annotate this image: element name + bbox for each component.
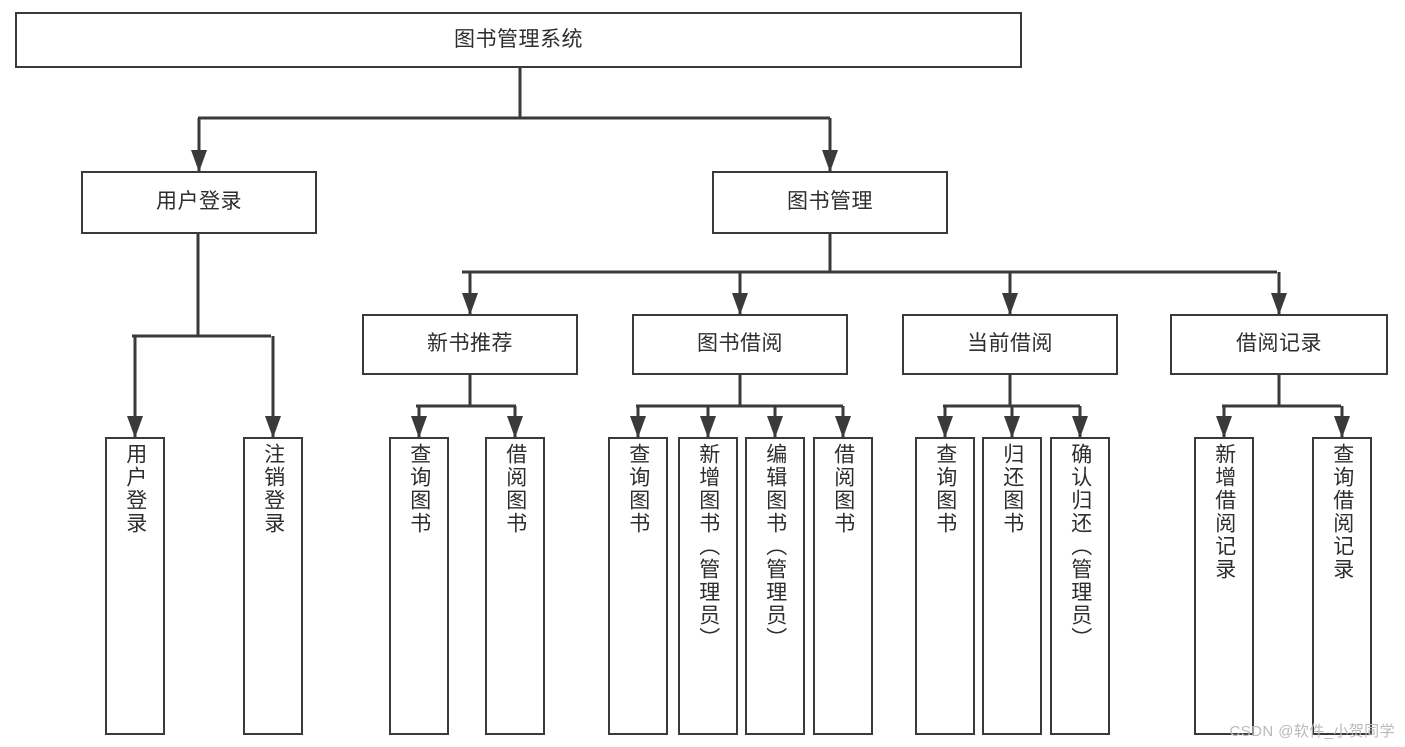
node-label: 新增图书（管理员） [696, 443, 720, 650]
arrow-head-leaf-borrow-book-1 [507, 416, 523, 438]
node-label: 借阅记录 [1236, 332, 1322, 356]
arrow-head-current-borrow [1002, 293, 1018, 315]
node-leaf-add-record[interactable]: 新增借阅记录 [1194, 437, 1254, 735]
node-label: 借阅图书 [503, 443, 527, 535]
node-new-book-rec[interactable]: 新书推荐 [362, 314, 578, 375]
node-label: 用户登录 [156, 190, 242, 214]
arrow-head-leaf-return-book [1004, 416, 1020, 438]
arrow-head-leaf-add-book [700, 416, 716, 438]
arrow-head-leaf-edit-book [767, 416, 783, 438]
node-leaf-borrow-book-1[interactable]: 借阅图书 [485, 437, 545, 735]
arrow-head-leaf-query-book-2 [630, 416, 646, 438]
node-book-manage[interactable]: 图书管理 [712, 171, 948, 234]
node-label: 查询图书 [933, 443, 957, 535]
arrow-head-book-manage [822, 150, 838, 172]
arrow-head-leaf-user-login [127, 416, 143, 438]
node-label: 确认归还（管理员） [1068, 443, 1092, 650]
arrow-head-leaf-add-record [1216, 416, 1232, 438]
node-leaf-confirm-return[interactable]: 确认归还（管理员） [1050, 437, 1110, 735]
node-label: 注销登录 [261, 443, 285, 535]
arrow-head-leaf-query-record [1334, 416, 1350, 438]
node-leaf-borrow-book-2[interactable]: 借阅图书 [813, 437, 873, 735]
arrow-head-leaf-borrow-book-2 [835, 416, 851, 438]
arrow-head-leaf-confirm-return [1072, 416, 1088, 438]
node-label: 用户登录 [123, 443, 147, 535]
node-borrow-record[interactable]: 借阅记录 [1170, 314, 1388, 375]
node-label: 当前借阅 [967, 332, 1053, 356]
node-leaf-logout[interactable]: 注销登录 [243, 437, 303, 735]
node-current-borrow[interactable]: 当前借阅 [902, 314, 1118, 375]
arrow-head-user-login [191, 150, 207, 172]
node-label: 图书管理系统 [454, 27, 583, 51]
node-label: 编辑图书（管理员） [763, 443, 787, 650]
node-leaf-query-book-1[interactable]: 查询图书 [389, 437, 449, 735]
node-label: 图书借阅 [697, 332, 783, 356]
node-leaf-return-book[interactable]: 归还图书 [982, 437, 1042, 735]
node-label: 图书管理 [787, 190, 873, 214]
node-leaf-query-record[interactable]: 查询借阅记录 [1312, 437, 1372, 735]
node-label: 新增借阅记录 [1212, 443, 1236, 581]
node-leaf-edit-book[interactable]: 编辑图书（管理员） [745, 437, 805, 735]
node-leaf-query-book-2[interactable]: 查询图书 [608, 437, 668, 735]
node-label: 查询图书 [407, 443, 431, 535]
node-label: 归还图书 [1000, 443, 1024, 535]
arrow-head-borrow-record [1271, 293, 1287, 315]
node-label: 借阅图书 [831, 443, 855, 535]
node-root[interactable]: 图书管理系统 [15, 12, 1022, 68]
arrow-head-leaf-query-book-3 [937, 416, 953, 438]
arrow-head-book-borrow [732, 293, 748, 315]
arrow-head-new-book-rec [462, 293, 478, 315]
node-leaf-query-book-3[interactable]: 查询图书 [915, 437, 975, 735]
arrow-head-leaf-logout [265, 416, 281, 438]
node-leaf-add-book[interactable]: 新增图书（管理员） [678, 437, 738, 735]
node-user-login[interactable]: 用户登录 [81, 171, 317, 234]
node-label: 查询借阅记录 [1330, 443, 1354, 581]
arrow-head-leaf-query-book-1 [411, 416, 427, 438]
watermark: CSDN @软件_小贺同学 [1229, 723, 1395, 740]
node-label: 查询图书 [626, 443, 650, 535]
node-leaf-user-login[interactable]: 用户登录 [105, 437, 165, 735]
node-label: 新书推荐 [427, 332, 513, 356]
node-book-borrow[interactable]: 图书借阅 [632, 314, 848, 375]
